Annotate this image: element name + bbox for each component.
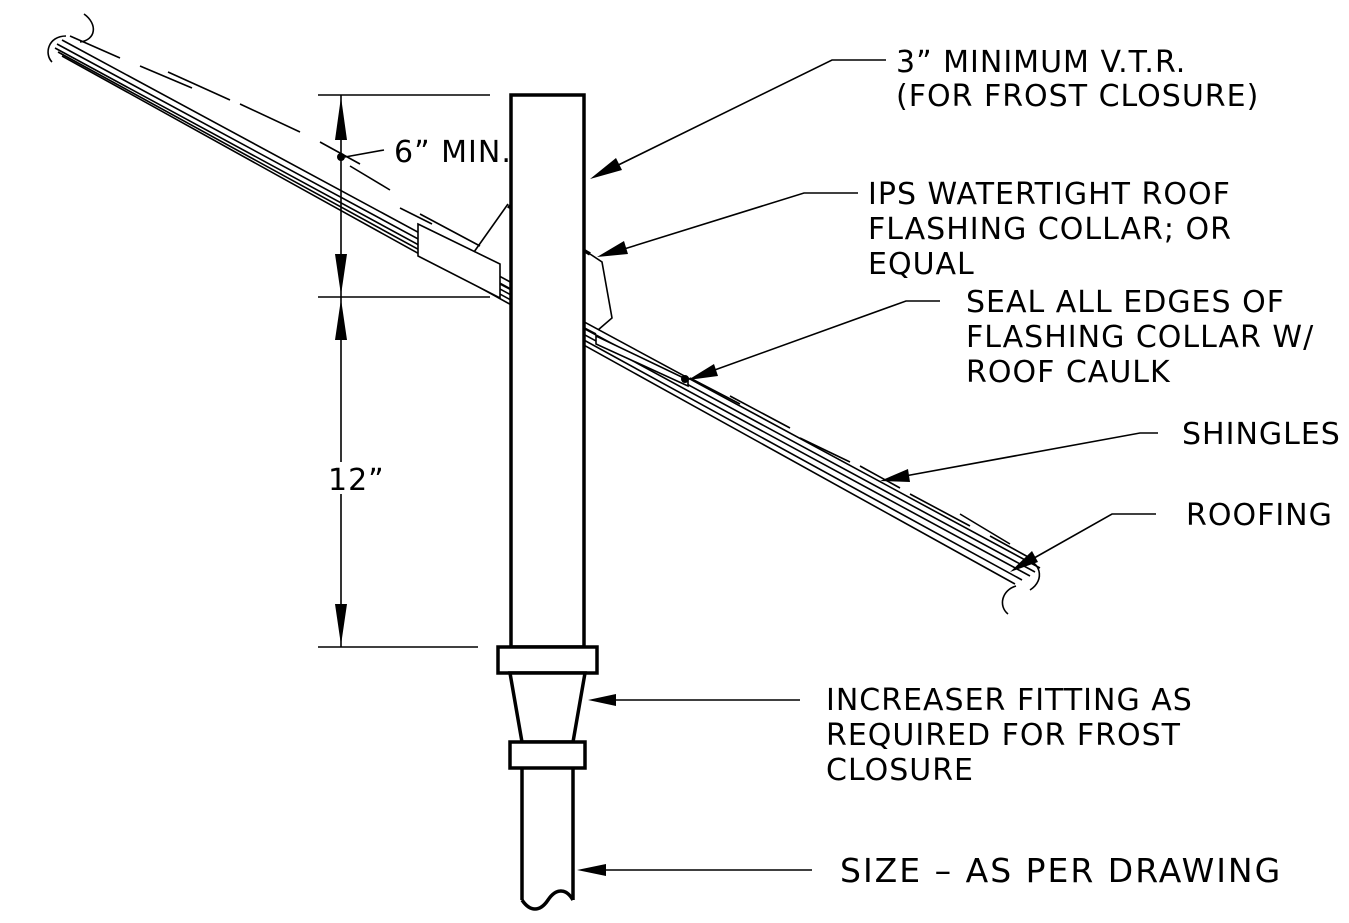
increaser-label-line-1: INCREASER FITTING AS [826,683,1193,718]
vtr-label-line-2: (FOR FROST CLOSURE) [896,79,1259,114]
vent-pipe [509,93,586,649]
flashing-collar-label-line-2: FLASHING COLLAR; OR [868,212,1232,247]
flashing-collar-label-line-3: EQUAL [868,247,975,282]
roofing-label: ROOFING [1186,498,1333,533]
shingles-layer [69,35,1031,559]
seal-edges-label-line-2: FLASHING COLLAR W/ [966,320,1314,355]
min-above-roof-dimension: 6” MIN. [394,135,512,170]
below-roof-dimension: 12” [328,463,385,498]
leader-lines [577,59,1158,876]
increaser-label-line-3: CLOSURE [826,753,974,788]
seal-edges-label-line-1: SEAL ALL EDGES OF [966,285,1285,320]
increaser-label-line-2: REQUIRED FOR FROST [826,718,1181,753]
vtr-label-line-1: 3” MINIMUM V.T.R. [896,45,1186,80]
seal-edges-label-line-3: ROOF CAULK [966,355,1171,390]
caulk-seal-dot [681,375,689,383]
increaser-fitting [496,645,599,911]
dimension-lines [318,94,490,648]
shingles-label: SHINGLES [1182,417,1341,452]
annotations: 3” MINIMUM V.T.R. (FOR FROST CLOSURE) IP… [328,45,1341,890]
size-label: SIZE – AS PER DRAWING [840,851,1282,890]
flashing-collar-label-line-1: IPS WATERTIGHT ROOF [868,177,1231,212]
